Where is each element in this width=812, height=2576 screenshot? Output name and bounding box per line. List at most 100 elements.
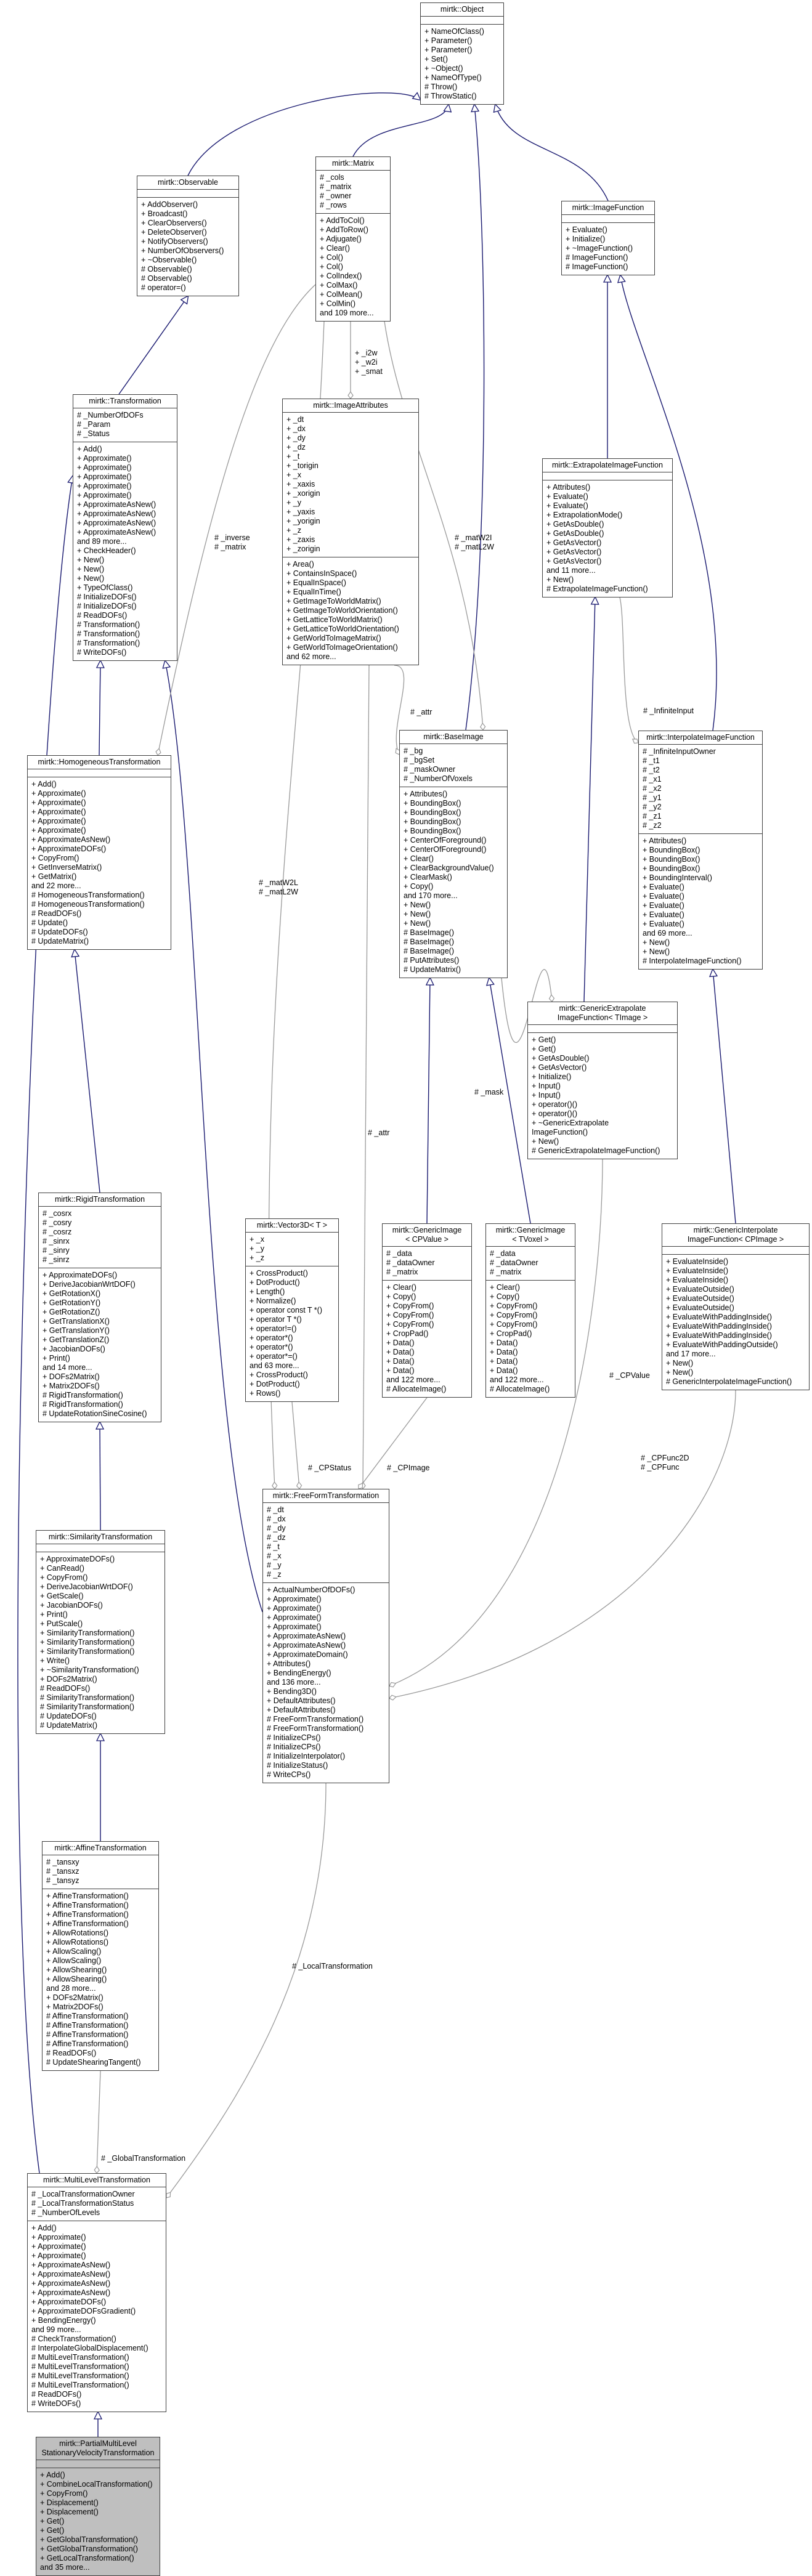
attributes-section <box>662 1246 809 1254</box>
class-title: mirtk::Vector3D< T > <box>256 1221 328 1229</box>
member-entry: + Get() <box>532 1045 556 1053</box>
class-homogeneoustransformation[interactable]: mirtk::HomogeneousTransformation + Add()… <box>27 755 171 950</box>
methods-section: + Attributes()+ BoundingBox()+ BoundingB… <box>400 787 507 978</box>
member-entry: # RigidTransformation() <box>43 1400 123 1409</box>
attributes-section: + _dt+ _dx+ _dy+ _dz+ _t+ _torigin+ _x+ … <box>283 412 418 557</box>
member-entry: + operator!=() <box>250 1324 297 1333</box>
class-imageattributes[interactable]: mirtk::ImageAttributes + _dt+ _dx+ _dy+ … <box>282 399 419 665</box>
member-entry: # SimilarityTransformation() <box>40 1703 135 1711</box>
member-entry: # _cosry <box>43 1218 72 1227</box>
class-rigidtransformation[interactable]: mirtk::RigidTransformation # _cosrx# _co… <box>38 1193 161 1422</box>
member-entry: + ApproximateAsNew() <box>31 2270 111 2278</box>
member-entry: # MultiLevelTransformation() <box>31 2371 129 2380</box>
member-entry: + GetTranslationY() <box>43 1326 110 1335</box>
member-entry: # ReadDOFs() <box>40 1684 91 1693</box>
member-entry: + BoundingBox() <box>643 864 700 873</box>
class-interpolateimagefunction[interactable]: mirtk::InterpolateImageFunction # _Infin… <box>638 731 763 970</box>
methods-section: + Add()+ CombineLocalTransformation()+ C… <box>36 2468 160 2575</box>
member-entry: + ApproximateAsNew() <box>77 500 156 509</box>
member-entry: # _NumberOfLevels <box>31 2208 100 2217</box>
class-title: mirtk::HomogeneousTransformation <box>38 758 161 766</box>
member-entry: and 99 more... <box>31 2325 81 2334</box>
edge-imagefunction-object <box>495 105 609 201</box>
class-genericinterpolateimagefunction[interactable]: mirtk::GenericInterpolate ImageFunction<… <box>662 1223 810 1390</box>
member-entry: + AllowScaling() <box>46 1947 102 1956</box>
attributes-section <box>28 769 171 777</box>
member-entry: + Approximate() <box>267 1595 322 1603</box>
member-entry: # UpdateDOFs() <box>31 928 88 936</box>
member-entry: + _xorigin <box>286 489 320 498</box>
class-baseimage[interactable]: mirtk::BaseImage # _bg# _bgSet# _maskOwn… <box>399 730 508 978</box>
member-entry: + Evaluate() <box>546 501 588 510</box>
member-entry: + AffineTransformation() <box>46 1901 129 1910</box>
member-entry: and 11 more... <box>546 566 596 575</box>
attributes-section: # _cols# _matrix# _owner# _rows <box>316 170 390 213</box>
member-entry: + _x <box>250 1235 264 1244</box>
edge-multilevel-ffd <box>166 1783 327 2198</box>
attributes-section <box>137 189 238 197</box>
member-entry: + CombineLocalTransformation() <box>40 2480 153 2489</box>
class-observable[interactable]: mirtk::Observable + AddObserver()+ Broad… <box>137 176 239 296</box>
member-entry: + Approximate() <box>77 463 132 472</box>
edge-label-text: # _GlobalTransformation <box>101 2154 186 2163</box>
class-freeformtransformation[interactable]: mirtk::FreeFormTransformation # _dt# _dx… <box>262 1489 389 1783</box>
member-entry: # ReadDOFs() <box>31 909 82 918</box>
member-entry: # InterpolateGlobalDisplacement() <box>31 2344 148 2352</box>
member-entry: + New() <box>666 1368 694 1377</box>
member-entry: + GetAsDouble() <box>546 529 604 538</box>
class-title: mirtk::GenericImage < TVoxel > <box>495 1226 566 1244</box>
member-entry: + operator*=() <box>250 1352 298 1361</box>
class-transformation[interactable]: mirtk::Transformation # _NumberOfDOFs# _… <box>73 394 177 661</box>
member-entry: # UpdateMatrix() <box>40 1721 98 1730</box>
attributes-section: # _data# _dataOwner# _matrix <box>383 1246 471 1280</box>
class-genericimage-tvoxel[interactable]: mirtk::GenericImage < TVoxel > # _data# … <box>485 1223 575 1398</box>
member-entry: + _torigin <box>286 461 319 470</box>
edge-label-text: # _CPImage <box>387 1464 430 1472</box>
member-entry: + SimilarityTransformation() <box>40 1629 135 1637</box>
member-entry: # _sinry <box>43 1246 70 1255</box>
edge-label-cpstatus: # _CPStatus <box>308 1464 351 1473</box>
member-entry: + GetAsVector() <box>546 557 602 565</box>
member-entry: + GetAsDouble() <box>532 1054 590 1063</box>
class-affinetransformation[interactable]: mirtk::AffineTransformation # _tansxy# _… <box>42 1841 159 2071</box>
member-entry: + EvaluateInside() <box>666 1266 729 1275</box>
member-entry: # _tansyz <box>46 1876 79 1885</box>
member-entry: + New() <box>404 919 431 928</box>
member-entry: + ApproximateDOFs() <box>31 2298 107 2306</box>
member-entry: # AllocateImage() <box>386 1385 447 1393</box>
member-entry: + Approximate() <box>267 1622 322 1631</box>
class-extrapolateimagefunction[interactable]: mirtk::ExtrapolateImageFunction + Attrib… <box>542 458 673 597</box>
class-vector3d[interactable]: mirtk::Vector3D< T > + _x+ _y+ _z + Cros… <box>245 1218 339 1402</box>
class-genericextrapolateimagefunction[interactable]: mirtk::GenericExtrapolate ImageFunction<… <box>527 1002 678 1159</box>
member-entry: # ExtrapolateImageFunction() <box>546 585 648 593</box>
class-genericimage-cpvalue[interactable]: mirtk::GenericImage < CPValue > # _data#… <box>382 1223 472 1398</box>
class-multileveltransformation[interactable]: mirtk::MultiLevelTransformation # _Local… <box>27 2173 166 2412</box>
member-entry: # HomogeneousTransformation() <box>31 900 145 909</box>
member-entry: + AddToRow() <box>320 225 368 234</box>
class-imagefunction[interactable]: mirtk::ImageFunction + Evaluate()+ Initi… <box>561 201 655 275</box>
member-entry: + ColMax() <box>320 281 358 290</box>
edge-label-text: # _mask <box>474 1088 504 1096</box>
edge-ffd-attributes <box>360 665 370 1489</box>
member-entry: + GetTranslationZ() <box>43 1335 110 1344</box>
member-entry: # AffineTransformation() <box>46 2039 129 2048</box>
class-matrix[interactable]: mirtk::Matrix # _cols# _matrix# _owner# … <box>315 156 391 322</box>
class-object[interactable]: mirtk::Object + NameOfClass()+ Parameter… <box>420 2 504 105</box>
member-entry: + Bending3D() <box>267 1687 317 1696</box>
member-entry: + New() <box>77 574 105 583</box>
methods-section: + ActualNumberOfDOFs()+ Approximate()+ A… <box>263 1582 389 1783</box>
edge-baseimage-object <box>465 105 485 731</box>
class-similaritytransformation[interactable]: mirtk::SimilarityTransformation + Approx… <box>36 1530 165 1734</box>
member-entry: + GetMatrix() <box>31 872 77 881</box>
edge-genericextrapolate-extrapolate <box>583 597 595 1002</box>
member-entry: # UpdateMatrix() <box>31 937 89 946</box>
member-entry: + ApproximateAsNew() <box>267 1632 346 1640</box>
methods-section: + Clear()+ Copy()+ CopyFrom()+ CopyFrom(… <box>486 1280 575 1397</box>
member-entry: + EvaluateInside() <box>666 1276 729 1284</box>
member-entry: + CheckHeader() <box>77 546 136 555</box>
member-entry: # _Param <box>77 420 111 429</box>
edge-label-cpimage: # _CPImage <box>387 1464 429 1473</box>
class-partialmultilevelstationaryvelocitytransformation[interactable]: mirtk::PartialMultiLevel StationaryVeloc… <box>36 2437 160 2576</box>
attributes-section <box>528 1024 677 1032</box>
member-entry: + Copy() <box>490 1292 520 1301</box>
